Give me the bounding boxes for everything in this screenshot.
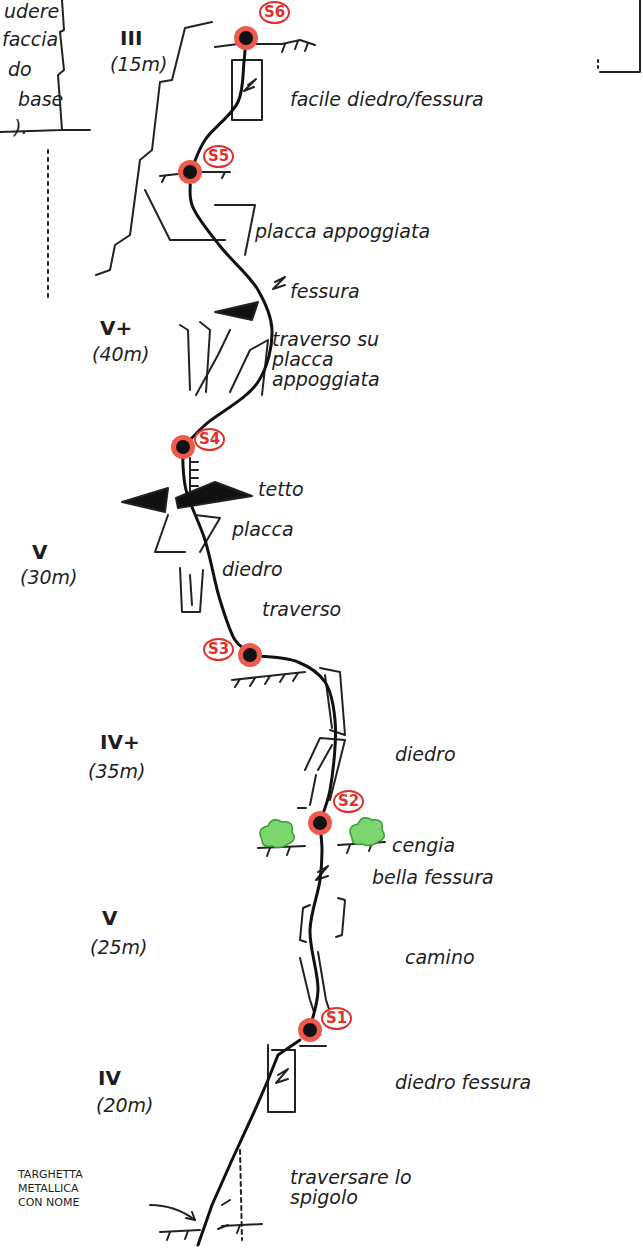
route-line	[189, 181, 272, 441]
station-label: S1	[321, 1007, 352, 1030]
topo-note: traverso	[262, 600, 341, 620]
belay-station: S5	[183, 165, 197, 179]
station-label: S3	[203, 638, 234, 661]
topo-note: (15m)	[110, 55, 168, 75]
topo-note: diedro	[395, 745, 456, 765]
topo-note: III	[120, 28, 142, 49]
topo-note: (35m)	[88, 762, 146, 782]
topo-note: tetto	[258, 480, 304, 500]
station-label: S6	[259, 1, 290, 24]
topo-note: TARGHETTA METALLICA CON NOME	[18, 1168, 96, 1209]
topo-note: traverso su placca appoggiata	[272, 330, 422, 390]
topo-note: ).	[14, 118, 27, 138]
topo-note: diedro	[222, 560, 283, 580]
topo-note: placca	[232, 520, 294, 540]
topo-note: base	[18, 90, 63, 110]
topo-note: placca appoggiata	[255, 222, 430, 242]
topo-note: camino	[405, 948, 475, 968]
topo-note: bella fessura	[372, 868, 494, 888]
station-label: S5	[203, 145, 234, 168]
belay-station: S6	[239, 31, 253, 45]
station-label: S4	[194, 428, 225, 451]
topo-note: IV	[98, 1068, 121, 1089]
topo-note: facile diedro/fessura	[290, 90, 484, 110]
belay-station: S3	[243, 648, 257, 662]
topo-note: (40m)	[92, 345, 150, 365]
topo-note: V	[32, 542, 47, 563]
topo-note: cengia	[392, 836, 455, 856]
belay-station: S2	[313, 816, 327, 830]
belay-station: S4	[176, 440, 190, 454]
belay-station: S1	[303, 1023, 317, 1037]
topo-note: udere	[4, 2, 59, 22]
station-label: S2	[333, 790, 364, 813]
route-line	[259, 656, 336, 814]
topo-note: V	[102, 908, 117, 929]
topo-note: IV+	[100, 732, 140, 753]
topo-note: (30m)	[20, 568, 78, 588]
topo-note: fessura	[290, 282, 360, 302]
topo-note: faccia	[2, 30, 58, 50]
topo-note: (20m)	[96, 1096, 154, 1116]
topo-note: diedro fessura	[395, 1073, 531, 1093]
topo-note: traversare lo spigolo	[290, 1168, 440, 1208]
topo-note: V+	[100, 318, 132, 339]
topo-note: do	[8, 60, 32, 80]
route-line	[183, 456, 244, 649]
topo-note: (25m)	[90, 938, 148, 958]
route-line	[310, 832, 322, 1021]
